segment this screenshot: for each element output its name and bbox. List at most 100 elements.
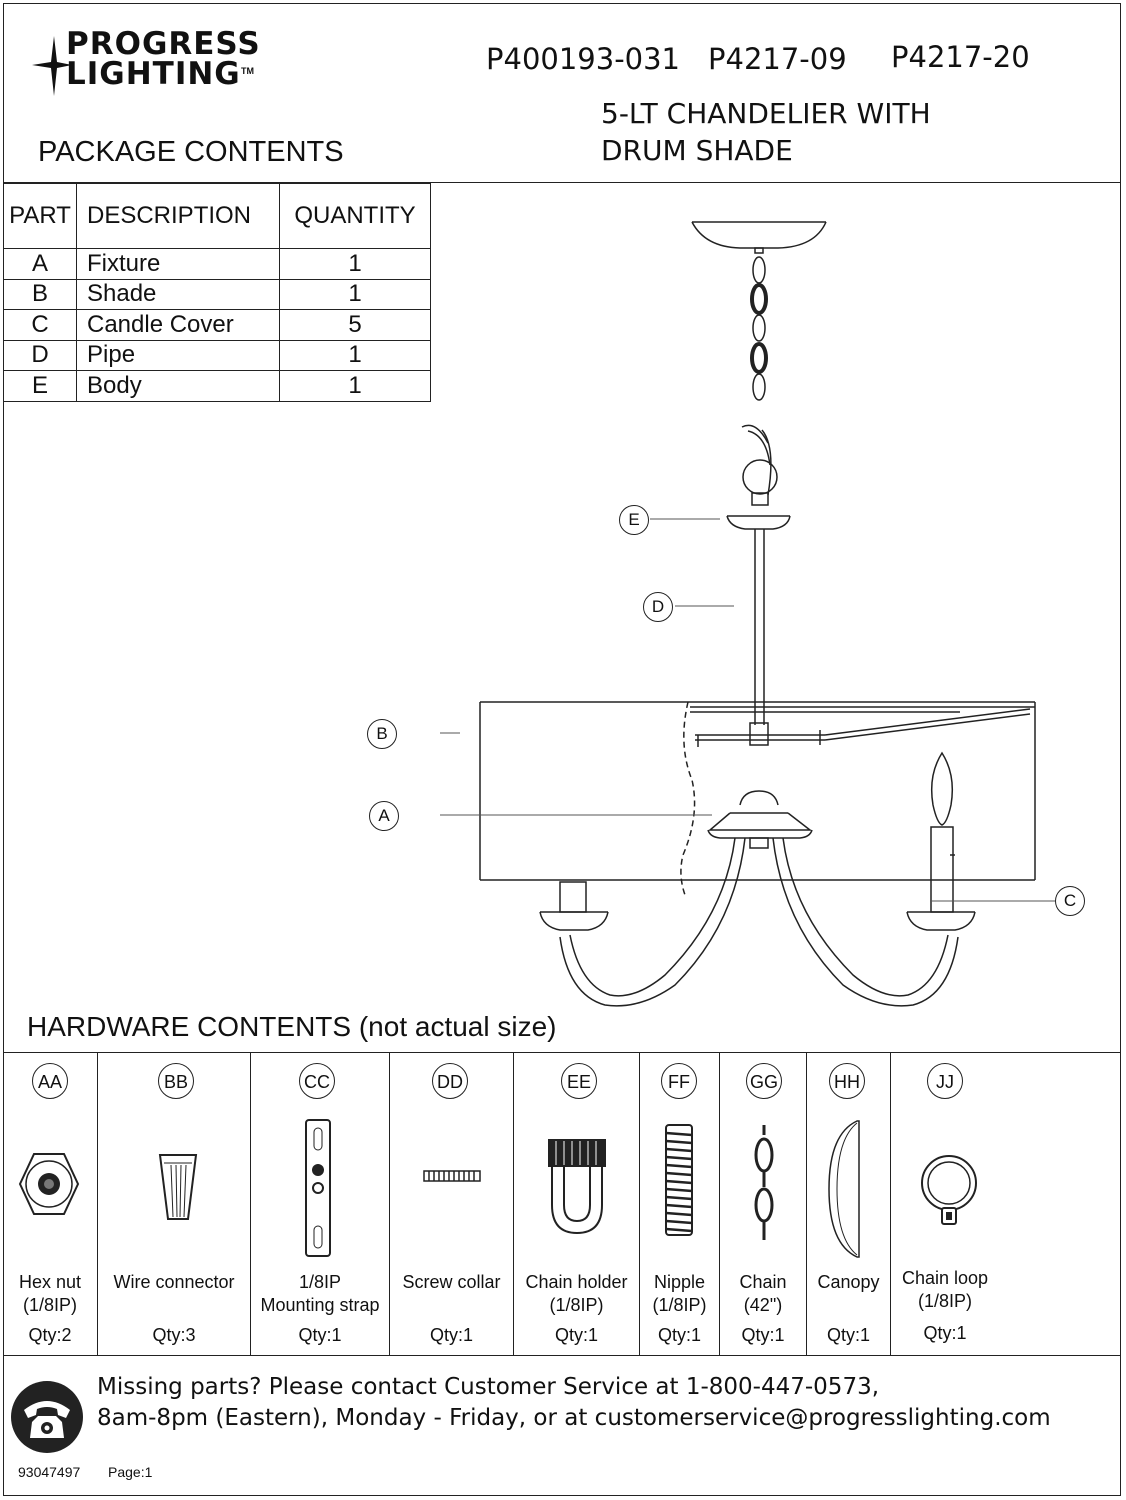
hardware-name-line1: Chain loop: [901, 1268, 989, 1288]
hardware-name: Chain (42"): [720, 1271, 806, 1317]
page-frame: [3, 3, 1121, 1496]
hardware-item-hh: HH Canopy Qty:1: [807, 1053, 890, 1355]
hardware-name-line1: Chain: [739, 1272, 787, 1292]
chain-loop-icon: [921, 1155, 977, 1225]
part-description: Fixture: [76, 248, 280, 280]
part-letter: A: [3, 248, 77, 280]
table-row: E Body 1: [3, 370, 431, 402]
hardware-qty: Qty:1: [554, 1325, 598, 1345]
part-quantity: 1: [279, 278, 431, 310]
hardware-qty: Qty:2: [28, 1325, 72, 1345]
part-quantity: 1: [279, 370, 431, 402]
chain-icon: [754, 1125, 774, 1240]
canopy-icon: [828, 1120, 860, 1258]
part-quantity: 1: [279, 248, 431, 280]
hardware-name-line1: Chain holder: [525, 1272, 628, 1292]
hardware-qty: Qty:1: [429, 1325, 473, 1345]
hardware-name-line1: Nipple: [653, 1272, 706, 1292]
col-part: PART: [3, 183, 77, 249]
hardware-name-line2: (42"): [743, 1295, 783, 1315]
hardware-name: Hex nut (1/8IP): [3, 1271, 97, 1317]
hardware-qty: Qty:1: [657, 1325, 701, 1345]
part-description: Pipe: [76, 339, 280, 371]
label-c: C: [1055, 886, 1085, 916]
model-number-2: P4217-09: [708, 42, 847, 76]
hw-col-divider: [389, 1052, 390, 1355]
hardware-name-line1: 1/8IP: [298, 1272, 342, 1292]
hardware-code: JJ: [927, 1063, 963, 1099]
part-letter: B: [3, 278, 77, 310]
hardware-name-line1: Hex nut: [18, 1272, 82, 1292]
hardware-item-dd: DD Screw collar Qty:1: [390, 1053, 513, 1355]
hardware-name: 1/8IP Mounting strap: [251, 1271, 389, 1317]
product-title-line1: 5-LT CHANDELIER WITH: [601, 97, 931, 130]
hardware-name-line2: (1/8IP): [917, 1291, 973, 1311]
part-description: Body: [76, 370, 280, 402]
hardware-code: DD: [432, 1063, 468, 1099]
model-number-3: P4217-20: [891, 40, 1030, 74]
chain-holder-icon: [548, 1139, 606, 1235]
part-quantity: 1: [279, 339, 431, 371]
header-divider: [3, 182, 1121, 183]
hardware-qty: Qty:1: [826, 1325, 870, 1345]
hardware-item-gg: GG Chain (42") Qty:1: [720, 1053, 806, 1355]
product-title-line2: DRUM SHADE: [601, 134, 793, 167]
hardware-name: Nipple (1/8IP): [640, 1271, 719, 1317]
hardware-name: Screw collar: [390, 1271, 513, 1294]
hardware-qty: Qty:3: [152, 1325, 196, 1345]
table-row: A Fixture 1: [3, 248, 431, 280]
hardware-code: FF: [661, 1063, 697, 1099]
parts-table: PART DESCRIPTION QUANTITY A Fixture 1 B …: [3, 183, 431, 402]
hardware-item-aa: AA Hex nut (1/8IP) Qty:2: [3, 1053, 97, 1355]
brand-tm: TM: [241, 66, 254, 76]
hardware-code: AA: [32, 1063, 68, 1099]
part-letter: C: [3, 309, 77, 341]
parts-table-header: PART DESCRIPTION QUANTITY: [3, 183, 431, 249]
hardware-name-line2: Mounting strap: [260, 1295, 380, 1315]
hardware-code: EE: [561, 1063, 597, 1099]
telephone-icon: [11, 1381, 83, 1453]
hardware-code: HH: [829, 1063, 865, 1099]
hardware-name: Chain holder (1/8IP): [514, 1271, 639, 1317]
hardware-code: CC: [299, 1063, 335, 1099]
label-d: D: [643, 592, 673, 622]
label-a: A: [369, 801, 399, 831]
hardware-name: Canopy: [807, 1271, 890, 1294]
hardware-item-ee: EE Chain holder (1/8IP) Qty:1: [514, 1053, 639, 1355]
hardware-name-line2: (1/8IP): [652, 1295, 707, 1315]
hardware-name-line2: (1/8IP): [22, 1295, 78, 1315]
service-line1: Missing parts? Please contact Customer S…: [97, 1374, 880, 1400]
hardware-item-bb: BB Wire connector Qty:3: [98, 1053, 250, 1355]
hw-col-divider: [806, 1052, 807, 1355]
part-letter: D: [3, 339, 77, 371]
hw-col-divider: [250, 1052, 251, 1355]
hardware-qty: Qty:1: [923, 1323, 967, 1343]
brand-line2: LIGHTING: [66, 56, 241, 92]
hardware-qty: Qty:1: [741, 1325, 785, 1345]
brand-line1: PROGRESS: [66, 26, 261, 62]
table-row: C Candle Cover 5: [3, 309, 431, 341]
logo-star-icon: [32, 36, 72, 96]
hw-col-divider: [719, 1052, 720, 1355]
hardware-name-line2: (1/8IP): [549, 1295, 604, 1315]
hw-col-divider: [513, 1052, 514, 1355]
package-contents-title: PACKAGE CONTENTS: [38, 136, 344, 168]
hex-nut-icon: [18, 1153, 80, 1215]
col-description: DESCRIPTION: [76, 183, 280, 249]
table-row: B Shade 1: [3, 278, 431, 310]
label-b: B: [367, 719, 397, 749]
page-number: Page:1: [108, 1464, 153, 1480]
hw-col-divider: [639, 1052, 640, 1355]
screw-collar-icon: [423, 1170, 481, 1182]
hardware-code: BB: [158, 1063, 194, 1099]
label-e: E: [619, 505, 649, 535]
model-number-1: P400193-031: [486, 42, 681, 76]
hardware-name: Chain loop (1/8IP): [891, 1267, 999, 1313]
hw-col-divider: [97, 1052, 98, 1355]
hardware-code: GG: [746, 1063, 782, 1099]
part-description: Candle Cover: [76, 309, 280, 341]
mounting-strap-icon: [305, 1119, 331, 1257]
hardware-top-divider: [3, 1052, 1121, 1053]
hardware-name: Wire connector: [98, 1271, 250, 1294]
